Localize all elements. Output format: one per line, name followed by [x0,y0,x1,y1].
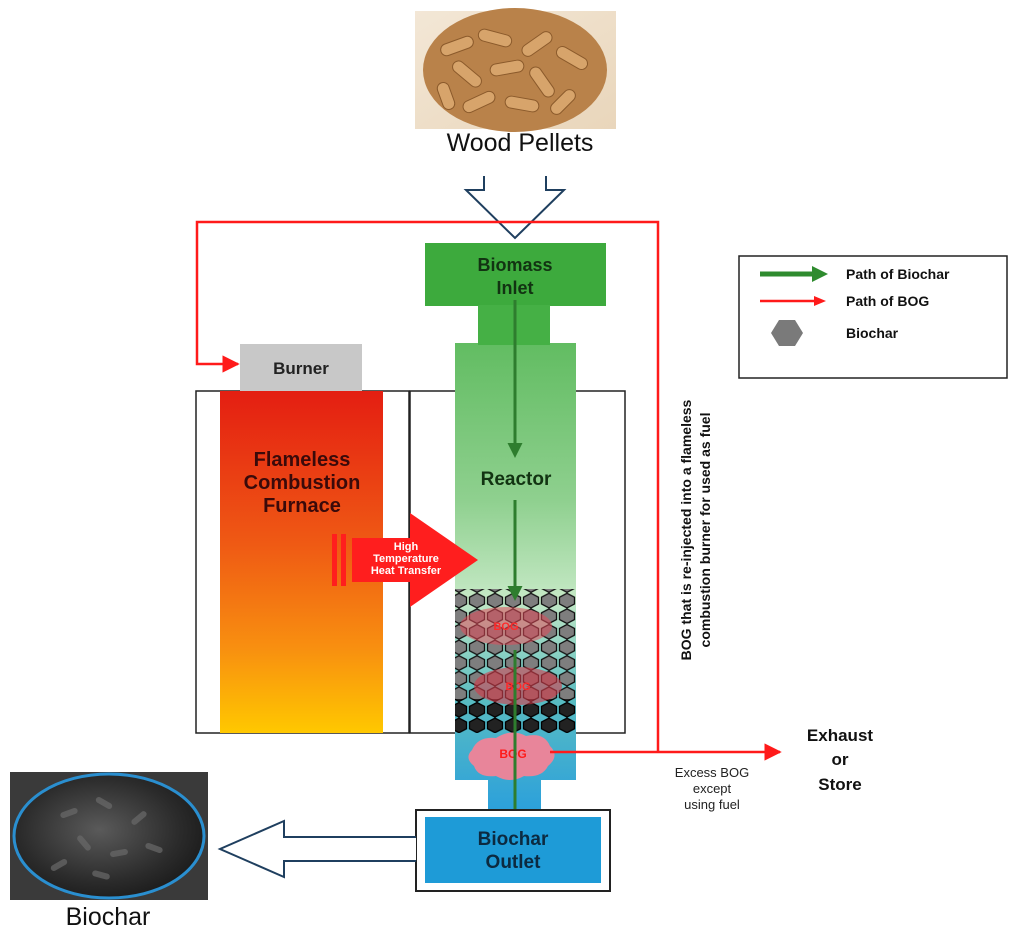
feed-arrow [463,176,567,240]
destination-line2: or [832,750,849,769]
legend-item-bog-path: Path of BOG [846,293,929,309]
biomass-inlet [425,243,606,306]
legend-gray-hexagon-icon [771,320,803,346]
bog-bubble-1 [460,607,552,645]
biochar-photo [10,772,208,900]
burner [240,344,362,391]
bog-bubble-label-1: BOG [493,621,518,633]
destination-line3: Store [818,775,861,794]
legend-item-biochar-path: Path of Biochar [846,266,950,282]
furnace-label-line2: Combustion [244,472,361,494]
inlet-label-line1: Biomass [477,255,552,275]
wood-pellets-photo [415,8,616,132]
excess-label-line1: Excess BOG [675,765,749,780]
legend-item-biochar: Biochar [846,325,899,341]
biochar-label: Biochar [66,903,151,931]
bog-recirculation-line [195,220,660,752]
outlet-label-line1: Biochar [478,829,549,850]
bog-bubble-label-3: BOG [499,747,526,761]
heat-label-line3: Heat Transfer [371,565,442,577]
destination-line1: Exhaust [807,726,873,745]
inlet-label-line2: Inlet [496,278,533,298]
furnace-label-line1: Flameless [254,449,351,471]
recirculation-label-line2: combustion burner for used as fuel [697,413,713,648]
furnace-label-line3: Furnace [263,495,341,517]
recirculation-label-line1: BOG that is re-injected into a flameless [678,399,694,660]
bog-bubble-3 [468,732,555,780]
bog-bubble-label-2: BOG [505,681,530,693]
wood-pellets-label: Wood Pellets [447,129,594,157]
excess-label-line3: using fuel [684,797,740,812]
burner-label: Burner [273,359,329,378]
heat-label-line2: Temperature [373,553,439,565]
output-arrow [217,819,416,879]
reactor-label: Reactor [481,469,552,490]
outlet-label-line2: Outlet [486,852,542,873]
excess-label-line2: except [693,781,732,796]
heat-label-line1: High [394,541,419,553]
bog-bubble-2 [474,667,562,705]
heat-transfer-arrow [332,513,478,607]
legend: Path of Biochar Path of BOG Biochar [738,255,1008,379]
